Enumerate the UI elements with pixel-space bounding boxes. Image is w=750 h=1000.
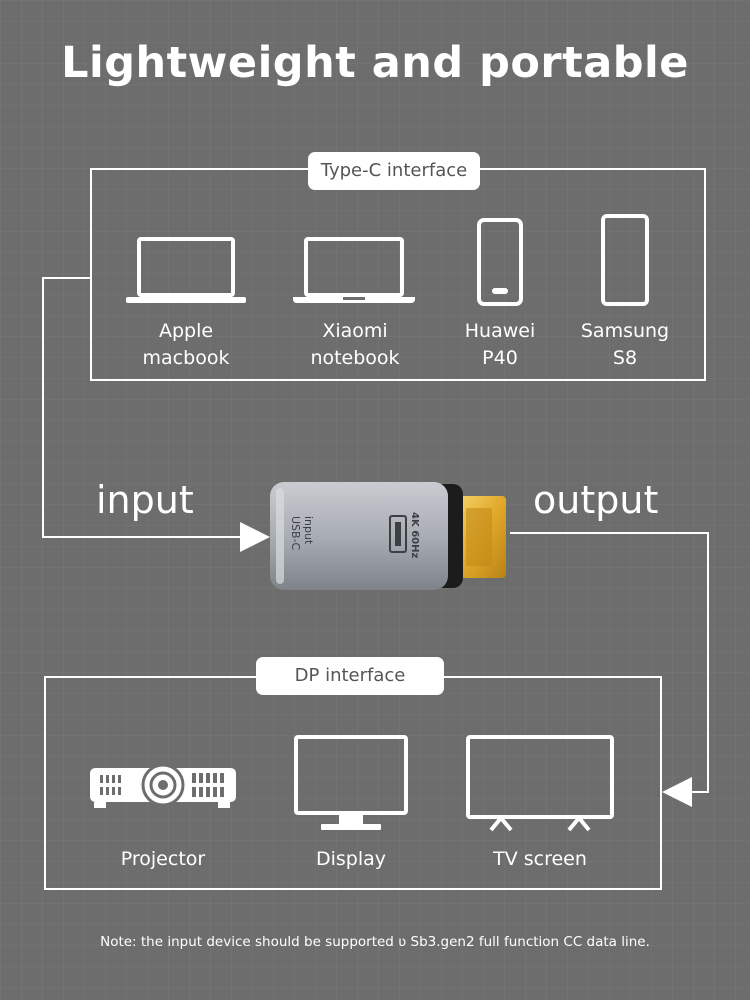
adapter-body bbox=[270, 482, 448, 590]
device-label-huawei-p40: Huawei P40 bbox=[464, 320, 536, 369]
laptop-icon bbox=[126, 237, 246, 303]
device-label-tv-screen: TV screen bbox=[493, 848, 587, 870]
phone-icon bbox=[601, 214, 649, 306]
device-label-samsung-s8: Samsung S8 bbox=[580, 320, 670, 369]
device-label-display: Display bbox=[315, 848, 387, 870]
input-label: input bbox=[96, 478, 194, 522]
tv-icon bbox=[466, 735, 614, 832]
type-c-label: Type-C interface bbox=[308, 152, 480, 190]
monitor-icon bbox=[294, 735, 408, 830]
usb-c-to-dp-adapter: USB-C input 4K 60Hz bbox=[270, 482, 506, 590]
footnote: Note: the input device should be support… bbox=[100, 934, 650, 950]
device-label-xiaomi-notebook: Xiaomi notebook bbox=[310, 320, 400, 369]
device-label-projector: Projector bbox=[120, 848, 206, 870]
output-line bbox=[510, 532, 709, 793]
input-arrow-icon bbox=[240, 522, 270, 552]
laptop-icon bbox=[293, 237, 415, 303]
usb-c-text: USB-C bbox=[289, 516, 302, 551]
usb-input-text: input bbox=[302, 516, 315, 545]
projector-icon bbox=[90, 763, 236, 808]
output-arrow-icon bbox=[662, 777, 692, 807]
input-line bbox=[42, 277, 255, 538]
4k-badge: 4K 60Hz bbox=[409, 512, 420, 558]
device-label-apple-macbook: Apple macbook bbox=[142, 320, 230, 369]
output-label: output bbox=[533, 478, 659, 522]
dp-label: DP interface bbox=[256, 657, 444, 695]
page-title: Lightweight and portable bbox=[61, 38, 689, 88]
phone-icon bbox=[477, 218, 523, 306]
dp-port-icon bbox=[389, 515, 407, 553]
